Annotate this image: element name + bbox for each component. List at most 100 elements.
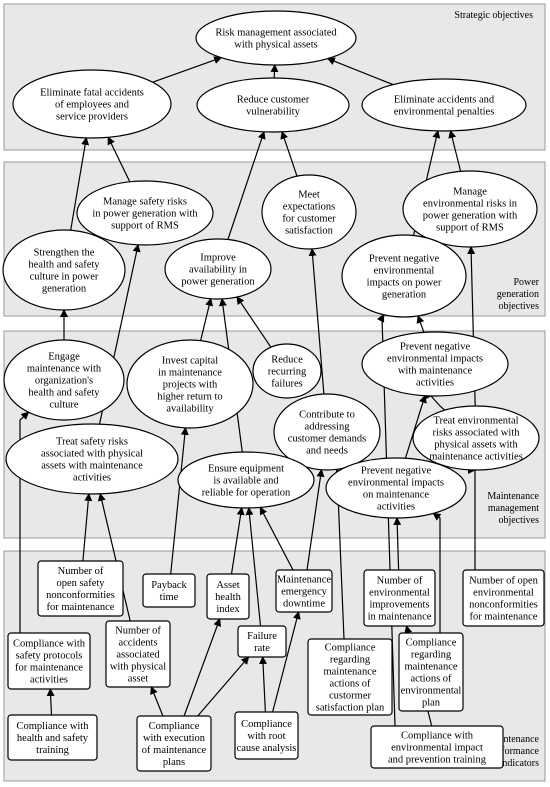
objective-n6-text: Strengthen the	[34, 248, 95, 259]
objective-n8-text: environmental risks in	[423, 199, 518, 210]
objective-n5-text: in power generation with	[92, 209, 198, 220]
objective-n9-text: Improve	[200, 253, 236, 264]
objective-n1-text: with physical assets	[234, 40, 317, 51]
indicator-b2-text: Payback	[151, 580, 187, 591]
indicator-b12-rect	[7, 714, 98, 761]
objective-n12-text: availability	[166, 404, 214, 415]
indicator-b5-text: in maintenance	[368, 612, 432, 623]
band-maintenance-label: management	[488, 503, 539, 514]
objective-n11-text: Engage	[48, 352, 80, 363]
objective-n14-text: environmental impacts	[387, 354, 483, 365]
objective-n6-text: culture in power	[30, 272, 99, 283]
indicator-b12-text: training	[36, 745, 69, 756]
edges-layer	[19, 56, 479, 727]
indicator-b15-text: Compliance with	[401, 731, 474, 742]
indicator-b3-text: index	[216, 604, 240, 615]
arrow-n3-to-n1	[270, 64, 279, 79]
objective-n14-text: Prevent negative	[400, 342, 471, 353]
arrow-b4-to-n18	[259, 506, 294, 571]
objective-n14-ellipse	[361, 331, 509, 397]
indicator-b5-text: Number of	[377, 576, 423, 587]
indicator-b11-text: maintenance	[404, 662, 457, 673]
indicator-b11-text: regarding	[411, 650, 452, 661]
objective-n5-text: Manage safety risks	[103, 197, 187, 208]
objective-n8-text: support of RMS	[436, 223, 504, 234]
arrow-b11-to-n19	[432, 512, 442, 633]
objective-n1-ellipse	[195, 10, 357, 66]
indicator-b3-text: health	[215, 592, 241, 603]
indicator-b6-text: environmental	[473, 588, 534, 599]
indicator-b12-text: health and safety	[17, 733, 89, 744]
objective-n10-text: generation	[382, 290, 427, 301]
indicator-b11-text: plan	[422, 698, 441, 709]
arrow-b4-to-n15	[306, 468, 325, 571]
objective-n8-text: power generation with	[423, 211, 518, 222]
indicator-b4-text: Maintenance	[277, 575, 332, 586]
objective-n19-text: on maintenance	[363, 490, 430, 501]
objective-n10-text: Prevent negative	[369, 254, 440, 265]
arrow-b8-to-n17	[97, 492, 131, 622]
indicator-b8-text: with physical	[110, 662, 166, 673]
objective-n19-ellipse	[325, 457, 467, 519]
arrow-n2-to-n1	[152, 56, 223, 83]
objective-n7-text: Meet	[298, 190, 320, 201]
arrow-b2-to-n12	[170, 426, 189, 575]
objective-n17-text: activities	[73, 473, 111, 484]
arrow-b3-to-n18	[230, 506, 245, 575]
objective-n14-text: with maintenance	[398, 366, 473, 377]
indicator-b13-text: plans	[163, 757, 185, 768]
indicator-b1-text: nonconformities	[46, 590, 115, 601]
objective-n9-text: power generation	[181, 277, 255, 288]
objective-n18-text: reliable for operation	[202, 488, 291, 499]
objective-n6-text: health and safety	[28, 260, 100, 271]
objective-n6-text: generation	[42, 284, 87, 295]
indicator-b5-text: environmental	[369, 588, 430, 599]
indicator-b15-rect	[370, 725, 504, 769]
arrow-n6-to-n2	[70, 136, 90, 231]
indicator-b10-text: regarding	[330, 655, 371, 666]
indicator-b7-text: for maintenance	[15, 663, 83, 674]
objective-n11-text: organization's	[35, 376, 93, 387]
objective-n7-text: expectations	[283, 202, 335, 213]
indicator-b1-rect	[37, 560, 124, 617]
arrow-n12-to-n9	[200, 297, 214, 341]
objective-n18-ellipse	[177, 451, 315, 509]
band-strategic-label: Strategic objectives	[454, 10, 533, 21]
objective-n16-ellipse	[412, 405, 540, 471]
band-maintenance-label: Maintenance	[487, 491, 539, 502]
objective-n10-ellipse	[341, 234, 467, 318]
objective-n15-ellipse	[273, 393, 381, 471]
objective-n17-text: Treat safety risks	[56, 437, 128, 448]
objective-n18-text: is available and	[213, 476, 279, 487]
objective-n7-ellipse	[261, 174, 357, 250]
indicator-b7-text: Compliance with	[13, 639, 86, 650]
objective-n12-text: Invest capital	[162, 356, 218, 367]
arrow-n15-to-n7	[308, 247, 325, 395]
arrow-n5-to-n2	[107, 136, 131, 183]
arrow-n16-to-n14	[430, 395, 446, 411]
indicator-b14-text: with root	[247, 731, 285, 742]
objective-n7-text: satisfaction	[285, 226, 334, 237]
objective-n15-text: customer demands	[288, 434, 366, 445]
indicator-b4-text: downtime	[283, 599, 325, 610]
indicator-b10-text: custormer	[329, 691, 371, 702]
objective-n4-text: environmental penalties	[394, 107, 495, 118]
arrow-n4-to-n1	[326, 57, 394, 86]
objective-n10-text: impacts on power	[367, 278, 442, 289]
